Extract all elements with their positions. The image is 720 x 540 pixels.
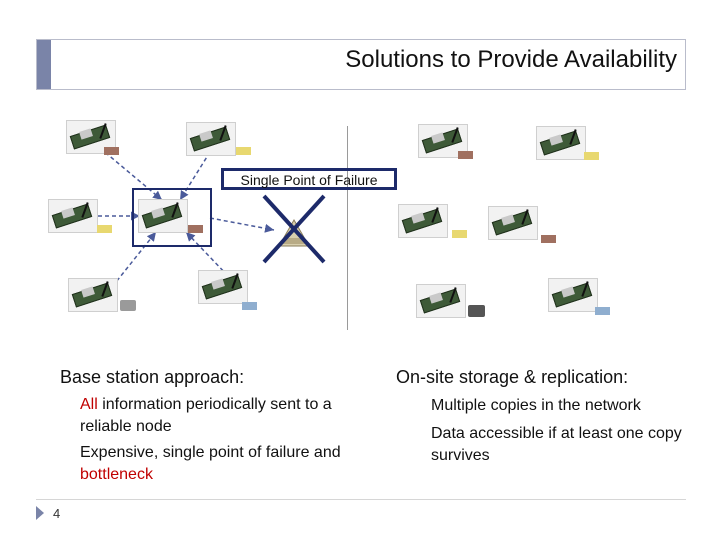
footer-line <box>36 499 686 500</box>
data-tag <box>584 152 599 160</box>
slide-title: Solutions to Provide Availability <box>345 46 677 73</box>
page-marker-icon <box>36 506 44 520</box>
right-item-2: Data accessible if at least one copy sur… <box>431 425 682 464</box>
left-item-2: Expensive, single point of failure and b… <box>80 442 344 486</box>
title-bar: Solutions to Provide Availability <box>36 39 686 90</box>
sensor-node <box>536 126 586 160</box>
left-item-2-text: Expensive, single point of failure and <box>80 444 341 461</box>
left-item-1-highlight: All <box>80 396 98 413</box>
sensor-node <box>398 204 448 238</box>
sensor-node <box>68 278 118 312</box>
left-item-1: All information periodically sent to a r… <box>80 394 342 438</box>
data-tag <box>188 225 203 233</box>
spof-callout: Single Point of Failure <box>221 168 397 190</box>
arrow-bottom-mid <box>185 231 229 277</box>
left-item-1-text: information periodically sent to a relia… <box>80 396 332 435</box>
sensor-node <box>418 124 468 158</box>
page-number: 4 <box>53 506 61 521</box>
right-heading: On-site storage & replication: <box>396 367 629 387</box>
sensor-node <box>488 206 538 240</box>
section-divider <box>347 126 348 330</box>
sensor-node <box>416 284 466 318</box>
data-tag <box>104 147 119 155</box>
data-tag <box>242 302 257 310</box>
failure-cross-icon <box>262 194 326 264</box>
left-heading: Base station approach: <box>60 367 245 387</box>
arrow-to-base <box>209 217 275 233</box>
data-tag <box>458 151 473 159</box>
data-tag <box>595 307 610 315</box>
arrow-bottom-left <box>107 231 157 293</box>
arrow-top-mid <box>179 151 211 201</box>
data-tag <box>236 147 251 155</box>
data-tag <box>97 225 112 233</box>
left-item-2-highlight: bottleneck <box>80 466 153 483</box>
title-accent <box>37 40 51 89</box>
right-item-1: Multiple copies in the network <box>431 397 641 414</box>
sensor-node <box>48 199 98 233</box>
data-tag <box>452 230 467 238</box>
sensor-node <box>138 199 188 233</box>
storage-icon <box>468 305 485 317</box>
spof-label: Single Point of Failure <box>240 172 378 188</box>
base-station-frame <box>132 188 212 247</box>
sensor-node <box>548 278 598 312</box>
sensor-node <box>198 270 248 304</box>
sensor-node <box>186 122 236 156</box>
data-tag <box>541 235 556 243</box>
storage-icon <box>120 300 136 311</box>
